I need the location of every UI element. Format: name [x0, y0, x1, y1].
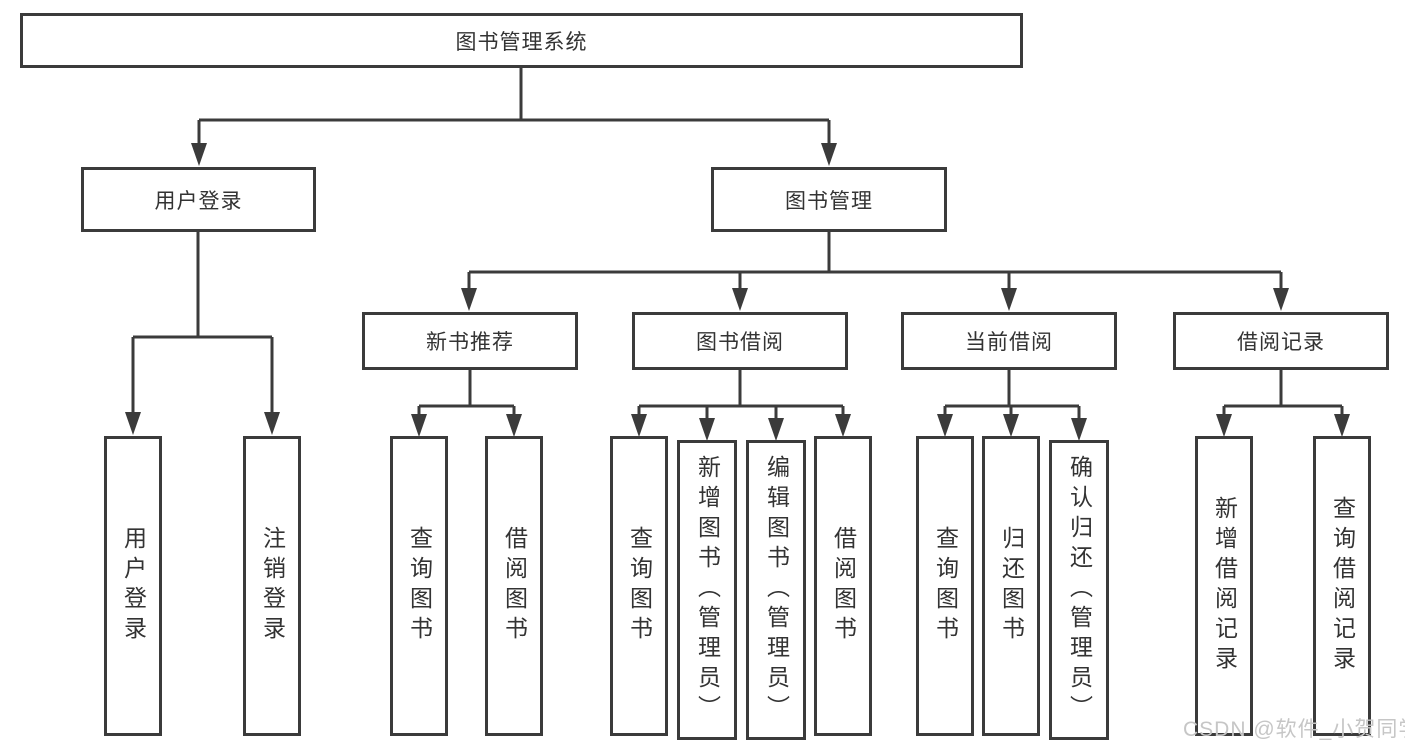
node-borrowing-records: 借阅记录 — [1173, 312, 1389, 370]
csdn-watermark: CSDN @软件_小贺同学 — [1183, 718, 1405, 741]
arrowhead — [1334, 414, 1350, 437]
leaf-label: 注销登录 — [259, 526, 286, 646]
leaf-label: 用户登录 — [120, 526, 147, 646]
leaf-label: 查询借阅记录 — [1329, 496, 1356, 676]
leaf-label: 编辑图书（管理员） — [763, 455, 790, 725]
arrowhead — [1216, 414, 1232, 437]
node-label: 图书管理系统 — [455, 30, 588, 54]
leaf-label: 新增图书（管理员） — [694, 455, 721, 725]
leaf-borrow-books-recommend: 借阅图书 — [485, 436, 543, 736]
arrowhead — [699, 418, 715, 441]
node-current-borrowing: 当前借阅 — [901, 312, 1117, 370]
node-system-root: 图书管理系统 — [20, 13, 1023, 68]
leaf-borrow-books-borrowing: 借阅图书 — [814, 436, 872, 736]
node-label: 当前借阅 — [965, 331, 1053, 354]
arrowhead — [191, 143, 207, 166]
arrowhead — [768, 418, 784, 441]
node-label: 图书管理 — [785, 189, 873, 213]
leaf-label: 查询图书 — [626, 526, 653, 646]
leaf-label: 借阅图书 — [830, 526, 857, 646]
leaf-query-books-current: 查询图书 — [916, 436, 974, 736]
connector-borrowing — [637, 370, 845, 423]
leaf-user-login: 用户登录 — [104, 436, 162, 736]
leaf-return-books: 归还图书 — [982, 436, 1040, 736]
node-label: 图书借阅 — [696, 331, 784, 354]
connector-user-login — [131, 232, 274, 417]
arrowhead — [125, 412, 141, 435]
arrowhead — [835, 414, 851, 437]
arrowhead — [1001, 288, 1017, 311]
node-book-management-branch: 图书管理 — [711, 167, 947, 232]
leaf-label: 查询图书 — [406, 526, 433, 646]
connector-root — [197, 68, 831, 148]
leaf-label: 借阅图书 — [501, 526, 528, 646]
node-book-borrowing: 图书借阅 — [632, 312, 848, 370]
leaf-label: 查询图书 — [932, 526, 959, 646]
leaf-query-borrow-record: 查询借阅记录 — [1313, 436, 1371, 736]
leaf-query-books-borrowing: 查询图书 — [610, 436, 668, 736]
leaf-edit-books-admin: 编辑图书（管理员） — [746, 440, 806, 740]
node-new-book-recommend: 新书推荐 — [362, 312, 578, 370]
leaf-label: 归还图书 — [998, 526, 1025, 646]
leaf-add-borrow-record: 新增借阅记录 — [1195, 436, 1253, 736]
arrowhead — [411, 414, 427, 437]
leaf-confirm-return-admin: 确认归还（管理员） — [1049, 440, 1109, 740]
connector-new-book — [417, 370, 516, 419]
arrowhead — [821, 143, 837, 166]
arrowhead — [506, 414, 522, 437]
arrowhead — [1071, 418, 1087, 441]
arrowhead — [264, 412, 280, 435]
leaf-logout: 注销登录 — [243, 436, 301, 736]
connector-current — [943, 370, 1081, 423]
arrowhead — [461, 288, 477, 311]
arrowhead — [631, 414, 647, 437]
leaf-query-books-recommend: 查询图书 — [390, 436, 448, 736]
node-label: 新书推荐 — [426, 331, 514, 354]
leaf-label: 确认归还（管理员） — [1066, 455, 1093, 725]
node-user-login-branch: 用户登录 — [81, 167, 316, 232]
arrowhead — [937, 414, 953, 437]
arrowhead — [1003, 414, 1019, 437]
connector-records — [1222, 370, 1344, 419]
node-label: 借阅记录 — [1237, 331, 1325, 354]
connector-book-mgmt — [467, 232, 1283, 293]
arrowhead — [1273, 288, 1289, 311]
leaf-label: 新增借阅记录 — [1211, 496, 1238, 676]
leaf-add-books-admin: 新增图书（管理员） — [677, 440, 737, 740]
arrowhead — [732, 288, 748, 311]
node-label: 用户登录 — [154, 189, 243, 213]
